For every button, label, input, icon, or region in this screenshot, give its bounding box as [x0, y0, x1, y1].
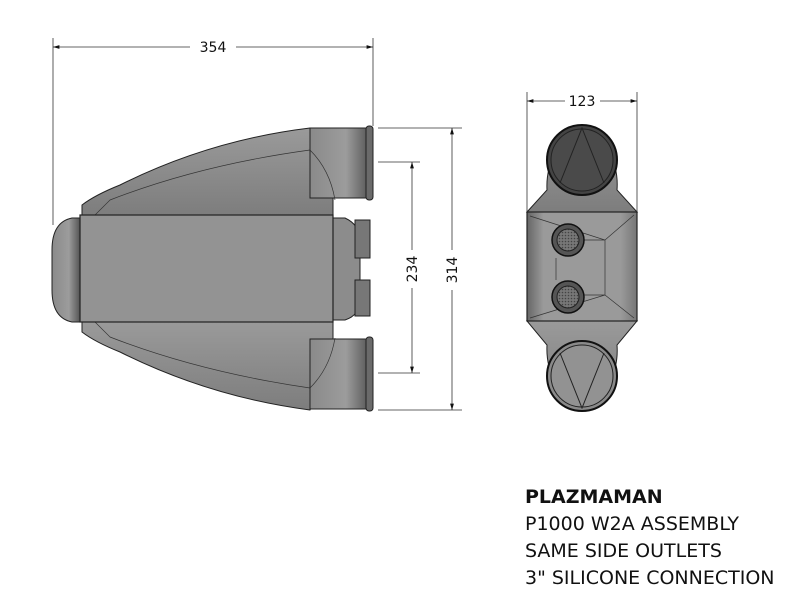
dim-width: 123 — [569, 94, 596, 110]
core — [79, 214, 334, 323]
title-block: PLAZMAMAN P1000 W2A ASSEMBLY SAME SIDE O… — [525, 484, 775, 592]
lower-outlet-pipe — [309, 338, 371, 410]
note-line-2: SAME SIDE OUTLETS — [525, 540, 722, 562]
note-line-3: 3" SILICONE CONNECTION — [525, 567, 775, 589]
dimension-lines — [52, 38, 638, 411]
dim-overall-height: 314 — [445, 257, 461, 284]
upper-tank — [81, 127, 334, 216]
side-view — [51, 125, 374, 412]
dim-overall-length: 354 — [200, 40, 227, 56]
upper-outlet-pipe — [309, 127, 371, 199]
dim-outlet-spacing: 234 — [405, 256, 421, 283]
lower-tank — [81, 321, 334, 411]
brand-name: PLAZMAMAN — [525, 486, 663, 508]
lower-nozzle — [354, 279, 371, 317]
upper-nozzle — [354, 219, 371, 259]
end-cap — [51, 217, 81, 323]
end-view — [525, 124, 639, 412]
note-line-1: P1000 W2A ASSEMBLY — [525, 513, 739, 535]
